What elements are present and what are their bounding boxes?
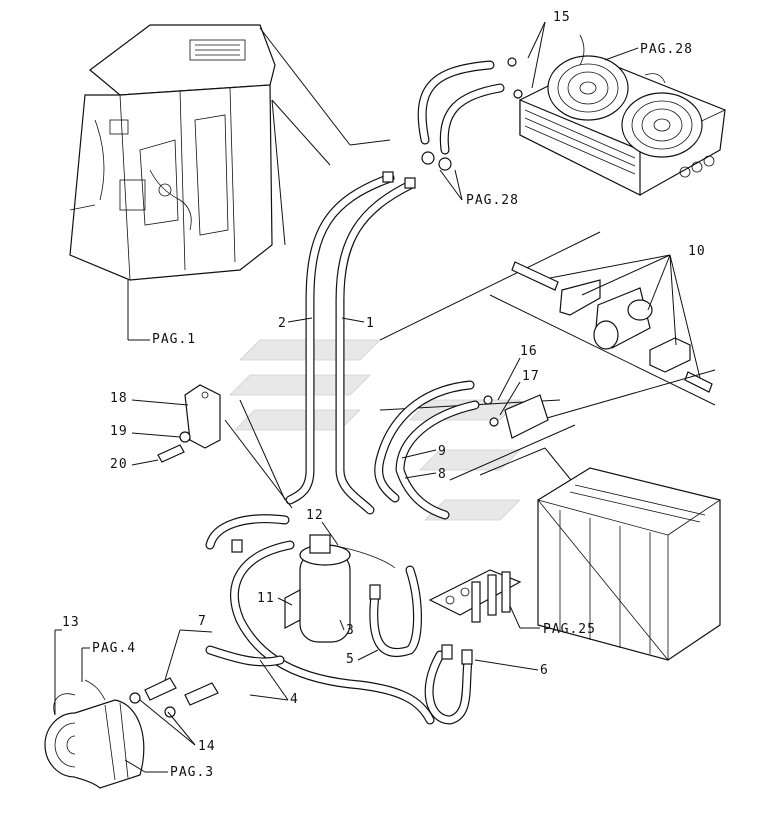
condenser-assembly	[519, 34, 726, 196]
callout-16: 16	[520, 344, 538, 359]
callout-5: 5	[346, 652, 355, 667]
callout-11: 11	[257, 591, 275, 606]
callout-3: 3	[346, 623, 355, 638]
watermark	[229, 339, 521, 521]
callout-8: 8	[438, 467, 447, 482]
callout-20: 20	[110, 457, 128, 472]
callout-1: 1	[366, 316, 375, 331]
bracket-group	[157, 384, 221, 463]
evaporator-assembly	[536, 467, 721, 662]
callout-6: 6	[540, 663, 549, 678]
callout-15: 15	[553, 10, 571, 25]
manifold-plate	[428, 569, 522, 623]
callout-17: 17	[522, 369, 540, 384]
ref-cab: PAG.1	[152, 332, 196, 347]
ref-condenser-fittings: PAG.28	[466, 193, 519, 208]
receiver-drier	[284, 534, 396, 643]
callout-14: 14	[198, 739, 216, 754]
ref-compressor: PAG.3	[170, 765, 214, 780]
callout-10: 10	[688, 244, 706, 259]
ref-condenser: PAG.28	[640, 42, 693, 57]
callout-18: 18	[110, 391, 128, 406]
expansion-valve-group	[511, 261, 713, 393]
callout-9: 9	[438, 444, 447, 459]
compressor	[44, 693, 145, 789]
callout-2: 2	[278, 316, 287, 331]
ref-compressor-wire: PAG.4	[92, 641, 136, 656]
cab-assembly	[69, 24, 276, 281]
ref-evaporator: PAG.25	[543, 622, 596, 637]
callout-13: 13	[62, 615, 80, 630]
callout-19: 19	[110, 424, 128, 439]
callout-12: 12	[306, 508, 324, 523]
callout-7: 7	[198, 614, 207, 629]
callout-4: 4	[290, 692, 299, 707]
